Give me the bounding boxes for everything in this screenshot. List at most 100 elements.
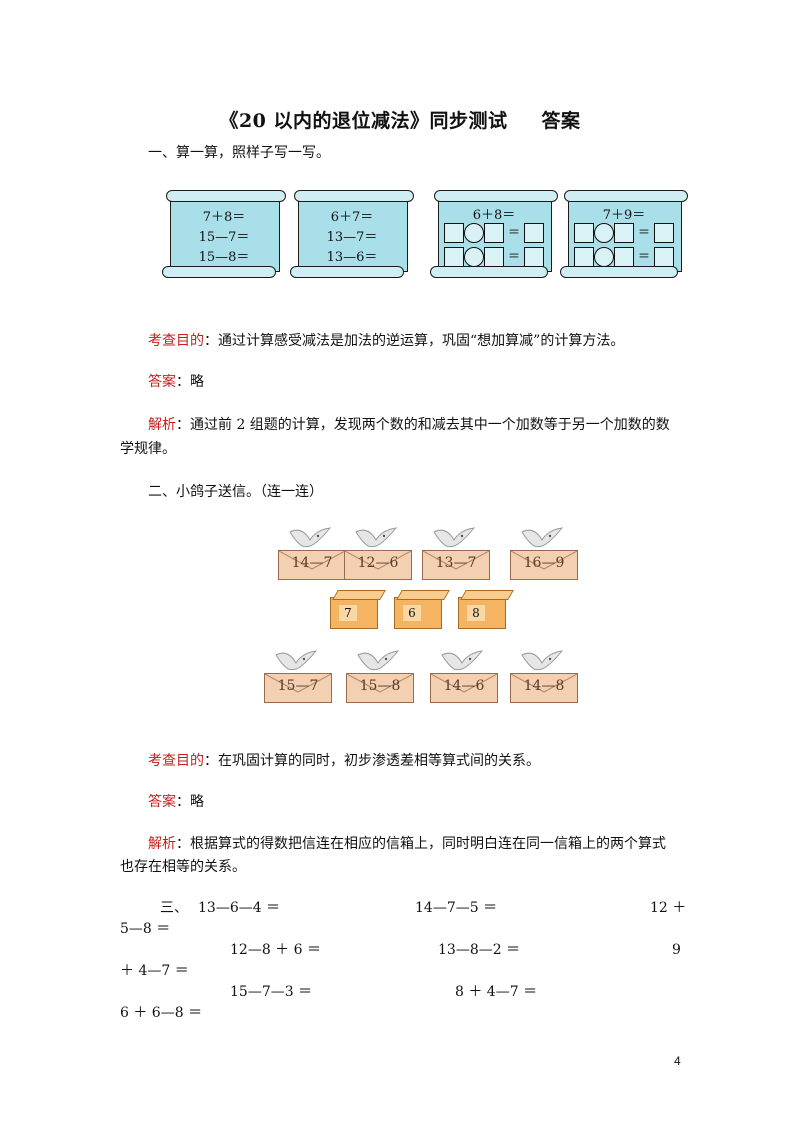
scroll4-line1: 7＋9＝: [602, 208, 646, 223]
goal-text: ：通过计算感受减法是加法的逆运算，巩固“想加算减”的计算方法。: [204, 333, 625, 349]
blank-box[interactable]: [653, 222, 674, 243]
goal-text: ：在巩固计算的同时，初步渗透差相等算式间的关系。: [204, 753, 540, 769]
answer-label: 答案: [148, 794, 176, 810]
blank-box[interactable]: [484, 222, 505, 243]
pigeon-icon: [288, 526, 332, 560]
scroll2-line1: 6＋7＝: [330, 210, 374, 225]
equals-sign: ＝: [507, 225, 520, 239]
pigeon-icon: [274, 649, 318, 683]
q1-analysis-line1: 解析：通过前 2 组题的计算，发现两个数的和减去其中一个加数等于另一个加数的数: [148, 413, 670, 437]
blank-circle[interactable]: [594, 222, 615, 243]
envelope[interactable]: 15—8: [346, 673, 414, 703]
q3-expr: 8 ＋ 4—7 ＝: [455, 984, 538, 1000]
blank-box[interactable]: [444, 246, 465, 267]
q3-expr: 9: [672, 942, 681, 958]
q1-answer: 答案：略: [148, 370, 204, 394]
q3-expr: 12 ＋: [650, 900, 687, 916]
scroll3-blank-row1: ＝: [430, 222, 558, 243]
scroll-card-1: 7＋8＝ 15—7＝ 15—8＝: [162, 190, 286, 278]
blank-circle[interactable]: [464, 222, 485, 243]
pigeon-illustration: 14—7 12—6 13—7 16—9 7 6 8 15—7 15—8 14—6 14—8: [260, 515, 590, 705]
q3-expr: 13—6—4 ＝: [198, 900, 281, 916]
q2-analysis-line1: 解析：根据算式的得数把信连在相应的信箱上，同时明白连在同一信箱上的两个算式: [148, 832, 666, 856]
blank-circle[interactable]: [594, 246, 615, 267]
scroll4-blank-row1: ＝: [560, 222, 688, 243]
analysis-text: ：根据算式的得数把信连在相应的信箱上，同时明白连在同一信箱上的两个算式: [176, 836, 666, 852]
q3-expr: 15—7—3 ＝: [230, 984, 313, 1000]
pigeon-icon: [432, 526, 476, 560]
mailbox-label: 8: [467, 605, 485, 621]
q1-analysis-line2: 学规律。: [120, 441, 176, 457]
q1-heading: 一、算一算，照样子写一写。: [148, 145, 330, 161]
blank-box[interactable]: [523, 222, 544, 243]
envelope-label: 15—7: [277, 678, 319, 694]
envelope-label: 15—8: [359, 678, 401, 694]
answer-text: ：略: [176, 374, 204, 390]
blank-box[interactable]: [653, 246, 674, 267]
scroll-card-3: 6＋8＝ ＝ ＝: [430, 190, 558, 278]
envelope[interactable]: 14—7: [278, 550, 346, 580]
pigeon-icon: [440, 649, 484, 683]
mailbox[interactable]: 7: [330, 590, 386, 629]
scroll3-line1: 6＋8＝: [472, 208, 516, 223]
q2-analysis-line2: 也存在相等的关系。: [120, 859, 246, 875]
blank-box[interactable]: [444, 222, 465, 243]
q2-heading: 二、小鸽子送信。（连一连）: [148, 484, 323, 500]
envelope-label: 14—6: [443, 678, 485, 694]
blank-box[interactable]: [574, 246, 595, 267]
q2-goal: 考查目的：在巩固计算的同时，初步渗透差相等算式间的关系。: [148, 749, 540, 773]
envelope-label: 16—9: [523, 555, 565, 571]
q3-expr: 14—7—5 ＝: [415, 900, 498, 916]
pigeon-icon: [356, 649, 400, 683]
envelope[interactable]: 12—6: [344, 550, 412, 580]
blank-circle[interactable]: [464, 246, 485, 267]
page-title: 《20 以内的退位减法》同步测试答案: [0, 106, 800, 133]
blank-box[interactable]: [523, 246, 544, 267]
goal-label: 考查目的: [148, 333, 204, 349]
envelope-label: 13—7: [435, 555, 477, 571]
mailbox-label: 7: [339, 605, 357, 621]
scroll1-line1: 7＋8＝: [202, 210, 246, 225]
envelope-label: 14—8: [523, 678, 565, 694]
q3-expr: ＋ 4—7 ＝: [120, 963, 189, 979]
q3-expr: 13—8—2 ＝: [438, 942, 521, 958]
mailbox[interactable]: 8: [458, 590, 514, 629]
blank-box[interactable]: [484, 246, 505, 267]
mailbox[interactable]: 6: [394, 590, 450, 629]
title-answer: 答案: [541, 110, 581, 132]
analysis-label: 解析: [148, 417, 176, 433]
envelope[interactable]: 16—9: [510, 550, 578, 580]
envelope[interactable]: 14—8: [510, 673, 578, 703]
envelope[interactable]: 14—6: [430, 673, 498, 703]
analysis-text: ：通过前 2 组题的计算，发现两个数的和减去其中一个加数等于另一个加数的数: [176, 417, 670, 433]
scroll3-blank-row2: ＝: [430, 246, 558, 267]
pigeon-icon: [520, 649, 564, 683]
q3-label: 三、: [160, 900, 188, 916]
q2-answer: 答案：略: [148, 790, 204, 814]
analysis-label: 解析: [148, 836, 176, 852]
equals-sign: ＝: [507, 249, 520, 263]
scroll2-line2: 13—7＝: [326, 230, 378, 245]
mailbox-label: 6: [403, 605, 421, 621]
q3-expr: 6 ＋ 6—8 ＝: [120, 1005, 203, 1021]
blank-box[interactable]: [614, 246, 635, 267]
envelope-label: 14—7: [291, 555, 333, 571]
answer-label: 答案: [148, 374, 176, 390]
envelope[interactable]: 13—7: [422, 550, 490, 580]
blank-box[interactable]: [614, 222, 635, 243]
goal-label: 考查目的: [148, 753, 204, 769]
page-number: 4: [674, 1054, 681, 1068]
equals-sign: ＝: [637, 249, 650, 263]
scroll1-line3: 15—8＝: [198, 250, 250, 265]
pigeon-icon: [520, 526, 564, 560]
answer-text: ：略: [176, 794, 204, 810]
q1-goal: 考查目的：通过计算感受减法是加法的逆运算，巩固“想加算减”的计算方法。: [148, 329, 624, 353]
scroll-card-2: 6＋7＝ 13—7＝ 13—6＝: [290, 190, 414, 278]
scroll4-blank-row2: ＝: [560, 246, 688, 267]
scroll-card-4: 7＋9＝ ＝ ＝: [560, 190, 688, 278]
blank-box[interactable]: [574, 222, 595, 243]
q3-expr: 12—8 ＋ 6 ＝: [230, 942, 321, 958]
envelope[interactable]: 15—7: [264, 673, 332, 703]
q3-expr: 5—8 ＝: [120, 921, 171, 937]
scroll2-line3: 13—6＝: [326, 250, 378, 265]
